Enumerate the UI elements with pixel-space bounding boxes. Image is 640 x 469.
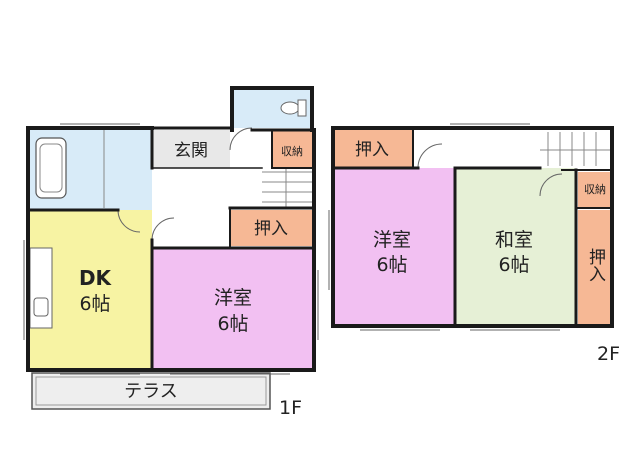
closet-top-label-2f: 押入	[355, 140, 389, 160]
western-name-1f: 洋室	[214, 287, 252, 309]
western-room-1f	[152, 248, 314, 370]
storage-label-2f: 収納	[584, 183, 606, 196]
entrance-area	[152, 130, 230, 168]
western-room-2f	[333, 168, 455, 326]
terrace	[31, 372, 271, 410]
entrance-label: 玄関	[174, 141, 208, 161]
japanese-name: 和室	[495, 229, 533, 251]
japanese-size: 6帖	[498, 254, 529, 276]
hall-2f	[415, 128, 612, 168]
closet-1f	[230, 210, 312, 246]
dk-name: DK	[79, 266, 113, 290]
storage-2f	[578, 172, 612, 208]
floor-1-label: 1F	[279, 397, 302, 419]
floor-1: 玄関 収納 押入 DK 6帖 洋室 6帖 テラス 1F	[23, 86, 319, 419]
western-size-1f: 6帖	[217, 313, 248, 335]
floor-2-label: 2F	[597, 343, 620, 365]
terrace-label: テラス	[124, 381, 178, 402]
closet-right-label-2f: 押入	[585, 248, 606, 282]
western-name-2f: 洋室	[373, 229, 411, 251]
storage-label-1f: 収納	[281, 145, 303, 158]
closet-label-1f: 押入	[254, 219, 288, 239]
storage-1f	[272, 130, 312, 168]
western-size-2f: 6帖	[376, 254, 407, 276]
dk-size: 6帖	[79, 293, 110, 315]
floor-2: 押入 収納 洋室 6帖 和室 6帖 押入 2F	[328, 123, 620, 365]
closet-right-2f	[578, 210, 612, 326]
closet-top-2f	[333, 128, 413, 168]
japanese-room	[455, 168, 575, 326]
